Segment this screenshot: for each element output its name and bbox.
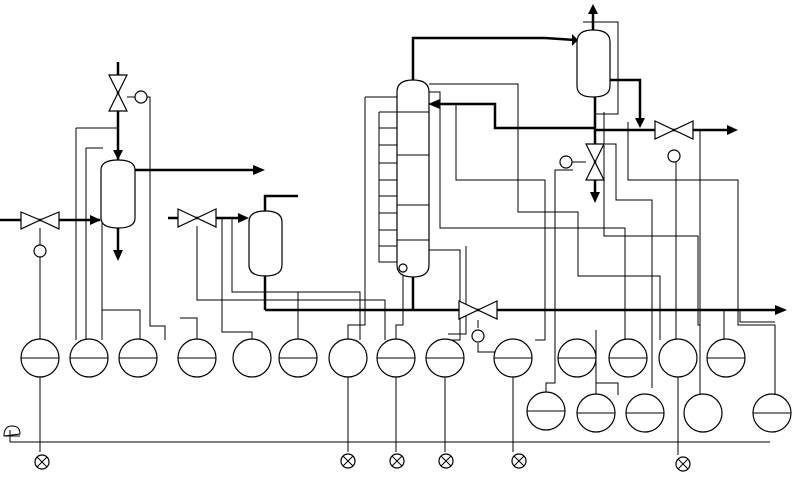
instrument-16 [576, 393, 616, 433]
arrow-mid-feed-in [238, 213, 249, 223]
arrow-receiver-bottom-down [590, 192, 600, 203]
receiver-side-pipe [610, 78, 642, 120]
crossed-circle-4 [438, 453, 454, 469]
crossed-circle-6 [675, 456, 691, 472]
arrow-feed-in [90, 215, 101, 225]
instrument-row-1 [20, 338, 746, 378]
arrow-left-bottom-out [113, 250, 123, 261]
instrument-4 [177, 338, 217, 378]
column-level-indicator [398, 263, 408, 273]
bottom-left-dome [3, 425, 21, 437]
instrument-1 [20, 338, 60, 378]
instrument-2 [69, 338, 109, 378]
arrow-product-right [727, 125, 738, 135]
reflux-control-valve [559, 143, 605, 181]
instrument-row-2 [526, 391, 792, 433]
mid-feed-valve [177, 208, 217, 228]
instrument-12 [608, 338, 648, 378]
signal-lines [9, 21, 776, 455]
instrument-6 [278, 338, 318, 378]
product-control-valve [654, 120, 694, 163]
arrow-header-out [775, 305, 787, 315]
instrument-17 [625, 393, 665, 433]
crossed-circle-5 [511, 453, 527, 469]
top-inlet-valve [108, 62, 148, 112]
instrument-18 [683, 393, 723, 433]
instrument-7 [328, 338, 368, 378]
flow-arrows [90, 4, 787, 315]
crossed-circle-2 [340, 453, 356, 469]
instrument-9 [425, 338, 465, 378]
instrument-11 [557, 338, 597, 378]
instrument-5 [232, 338, 272, 378]
control-valves [20, 62, 694, 343]
header-control-valve [458, 300, 498, 343]
instrument-14 [706, 338, 746, 378]
arrow-left-vessel-in [113, 150, 123, 160]
instrument-19 [752, 393, 792, 433]
small-flash-vessel [248, 210, 283, 277]
instrument-13 [658, 338, 698, 378]
crossed-circle-1 [34, 454, 50, 470]
crossed-circle-row [34, 453, 691, 472]
feed-control-valve [20, 211, 60, 258]
vessels [100, 29, 611, 278]
instrument-3 [118, 338, 158, 378]
reflux-return-pipe [440, 102, 595, 130]
instrument-10 [493, 338, 533, 378]
arrow-overhead-out [253, 165, 265, 175]
arrow-receiver-side-down [635, 118, 645, 128]
arrow-vent-up [588, 4, 598, 14]
reflux-receiver-vessel [576, 29, 611, 98]
left-separator-vessel [100, 159, 136, 229]
crossed-circle-3 [389, 453, 405, 469]
arrow-reflux-in [428, 99, 440, 109]
column-overhead-pipe [411, 36, 576, 82]
instrument-15 [526, 391, 566, 431]
small-vessel-top-pipe [263, 194, 298, 211]
distillation-column [396, 79, 430, 278]
arrow-overhead-receiver [572, 34, 578, 46]
instrument-8 [376, 338, 416, 378]
